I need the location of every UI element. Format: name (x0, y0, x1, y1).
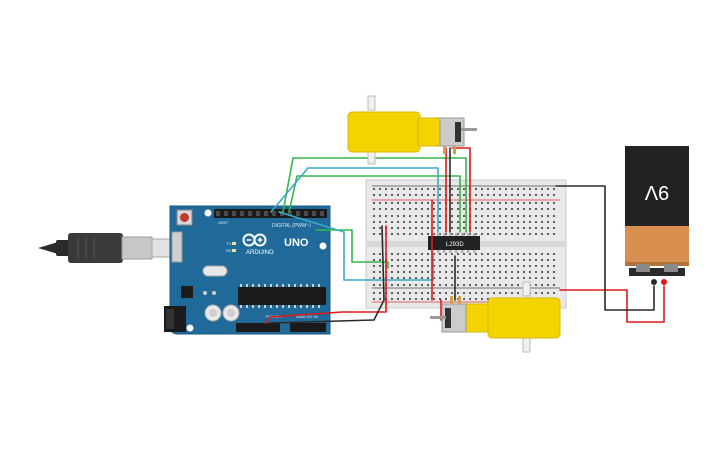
brand-label: ARDUINO (246, 250, 274, 256)
l293d-driver-ic[interactable]: L293D (428, 233, 480, 253)
breadboard-holes (373, 188, 555, 300)
analog-label: ANALOG IN (296, 314, 318, 319)
model-label: UNO (284, 237, 309, 249)
dc-motor-top[interactable] (347, 95, 477, 165)
tx-label: TX (226, 241, 231, 246)
digital-pwm-label: DIGITAL (PWM~) (272, 223, 311, 229)
dc-motor-bottom[interactable] (430, 281, 561, 353)
wires (265, 147, 665, 324)
arduino-uno-board[interactable]: DIGITAL (PWM~) AREF TX RX ARDUINO UNO (164, 205, 331, 335)
arduino-logo-icon (242, 233, 267, 247)
aref-label: AREF (218, 220, 229, 225)
battery-label: 9V (644, 181, 669, 203)
usb-cable-icon (38, 233, 179, 263)
rx-label: RX (226, 248, 232, 253)
ic-label: L293D (446, 242, 464, 248)
battery-9v[interactable]: 9V (625, 146, 689, 285)
reset-button-icon[interactable] (176, 209, 193, 226)
